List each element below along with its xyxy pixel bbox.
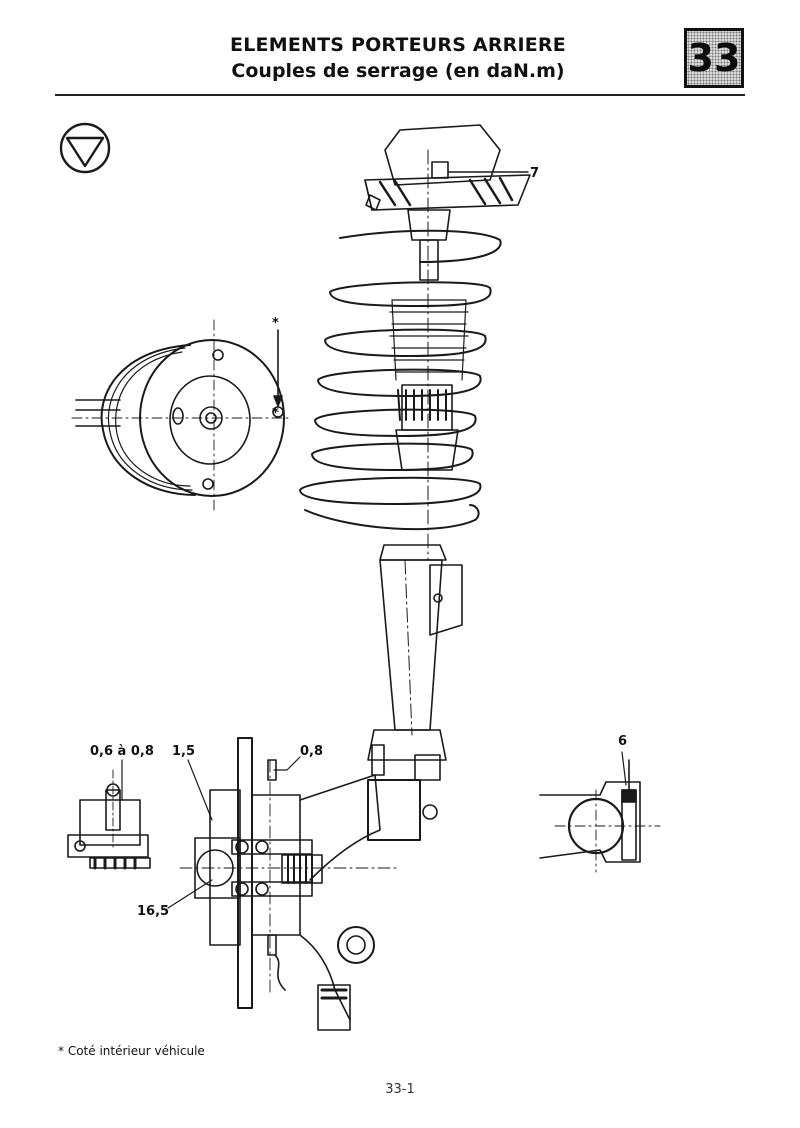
- page-title: ELEMENTS PORTEURS ARRIERE: [230, 34, 566, 56]
- bump-stop: [389, 299, 469, 421]
- chapter-number: 33: [687, 36, 741, 80]
- page-subtitle: Couples de serrage (en daN.m): [231, 60, 565, 82]
- label-torque-sensor: 0,8: [300, 744, 324, 759]
- page-number: 33-1: [385, 1082, 415, 1097]
- label-torque-clamp-bolt: 6: [618, 734, 628, 749]
- leader-lines: [121, 751, 627, 909]
- warning-triangle-icon: [59, 122, 111, 174]
- mount-plan-view: [71, 319, 291, 511]
- top-mount: [364, 124, 531, 211]
- header-rule: [55, 94, 745, 96]
- label-torque-hub-nut: 16,5: [137, 904, 170, 919]
- hub-knuckle: [179, 737, 441, 1031]
- shock-absorber-tube: [367, 559, 463, 761]
- label-torque-brake-screw: 1,5: [172, 744, 196, 759]
- label-torque-strut-top: 7: [530, 166, 540, 181]
- label-asterisk-top: *: [272, 316, 279, 331]
- chapter-badge: 33: [684, 28, 744, 88]
- footnote: * Coté intérieur véhicule: [58, 1044, 205, 1058]
- coil-spring: [299, 229, 502, 531]
- label-torque-brake-bleed: 0,6 à 0,8: [90, 744, 154, 759]
- label-asterisk-mid: *: [272, 406, 279, 421]
- clamp-detail: [539, 759, 661, 873]
- brake-detail: [67, 769, 151, 870]
